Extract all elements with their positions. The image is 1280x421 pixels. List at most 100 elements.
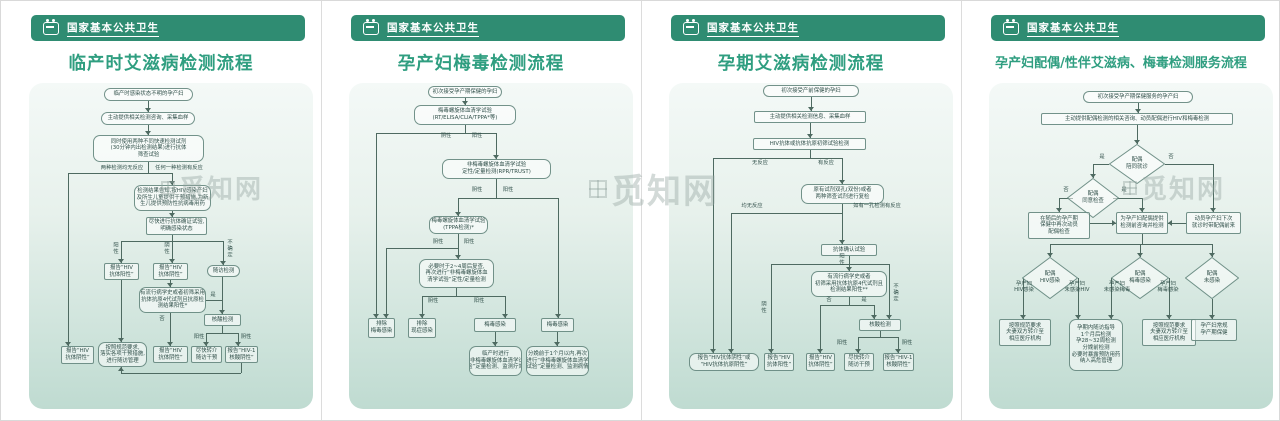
flow-connector — [557, 198, 559, 318]
branch-no-1: 否 — [1166, 154, 1176, 160]
flow-text-line: 随访干预 — [195, 354, 218, 361]
flow-connector — [731, 212, 842, 214]
flow-connector — [495, 133, 497, 159]
flow-connector — [457, 198, 459, 216]
flow-text-line: 阴性 — [163, 242, 169, 255]
flow-text-line: 否 — [1063, 187, 1069, 193]
flow-text-line: 报告“HIV — [159, 264, 182, 271]
flow-connector — [1137, 103, 1139, 113]
branch-naat-positive: 阳性 — [192, 334, 206, 340]
arrowhead-icon — [808, 107, 814, 111]
arrowhead-icon — [1047, 253, 1053, 257]
continue-intervention: 按照规范要求,落实各项干预措施,进行随访管理 — [98, 342, 147, 367]
flow-connector — [221, 326, 223, 333]
branch-yes: 是 — [859, 297, 869, 303]
flow-text-line: 抗体阴性” — [158, 354, 183, 361]
flow-text-line: 报告“HIV — [767, 355, 791, 362]
branch-yes-1: 是 — [1097, 154, 1107, 160]
flow-connector — [1113, 197, 1142, 199]
flow-text-line: 配偶 — [1134, 271, 1146, 278]
arrowhead-icon — [839, 240, 845, 244]
flow-connector — [770, 264, 772, 353]
mother-syphilis-uninfected: 孕产妇未感染梅毒 — [1097, 281, 1137, 294]
recheck: 原有试剂双孔(双份)或者两种筛查试剂进行复检 — [801, 184, 884, 204]
flow-connector — [1049, 244, 1051, 257]
diamond-shape — [1109, 144, 1165, 184]
flow-text-line: 原有试剂双孔(双份)或者 — [813, 187, 872, 194]
branch-no: 否 — [824, 297, 834, 303]
poster-title: 孕产妇配偶/性伴艾滋病、梅毒检测服务流程 — [995, 56, 1247, 71]
flow-text-line: 是 — [210, 292, 216, 298]
flow-text-line: 阳性 — [471, 133, 483, 139]
arrowhead-icon — [493, 155, 499, 159]
flow-connector — [375, 133, 377, 318]
flow-text-line: 初次接受孕产期保健的孕妇 — [432, 88, 498, 95]
poster-spouse-testing: 国家基本公共卫生 孕产妇配偶/性伴艾滋病、梅毒检测服务流程 初次接受孕产期保健服… — [961, 1, 1279, 420]
diamond-label: 配偶同意检查 — [1067, 178, 1119, 218]
flow-text-line: 阴性 — [440, 133, 452, 139]
branch-negative-3: 阴性 — [431, 239, 445, 245]
flow-text-line: 孕28~32周检测 — [1076, 338, 1116, 345]
flow-connector — [121, 372, 241, 374]
report-negative-screen: 报告“HIV抗体阴性”或“HIV抗体抗原阴性” — [689, 353, 759, 371]
arrowhead-icon — [235, 342, 241, 346]
flow-connector — [171, 241, 173, 263]
flow-text-line: 生儿提供预防性抗病毒用药 — [140, 201, 205, 208]
flow-text-line: 相应医疗机构 — [1008, 335, 1042, 342]
branch-positive-2: 阳性 — [501, 187, 515, 193]
flow-text-line: 随访检测 — [212, 267, 235, 274]
header-label: 国家基本公共卫生 — [67, 20, 159, 37]
arrowhead-icon — [1210, 208, 1216, 212]
flow-connector — [1136, 125, 1138, 144]
flow-text-line: 相应医疗机构 — [1152, 335, 1186, 342]
flow-connector — [1059, 197, 1073, 199]
flow-text-line: 孕产期保健 — [1200, 330, 1228, 336]
flow-text-line: “HIV抗体抗原阴性” — [700, 362, 748, 368]
flow-connector — [841, 204, 843, 213]
flow-text-line: 动员孕产妇下次 — [1194, 216, 1233, 223]
branch-naat-negative: 阴性 — [900, 340, 914, 346]
flow-text-line: 不确定 — [226, 239, 232, 258]
flow-text-line: 报告“HIV-1 — [884, 355, 913, 362]
flow-text-line: 孕产妇 — [1069, 281, 1085, 287]
diamond-shape — [1067, 178, 1119, 218]
arrowhead-icon — [169, 181, 175, 185]
arrowhead-icon — [1135, 109, 1141, 113]
branch-naat-positive: 阳性 — [835, 340, 849, 346]
arrowhead-icon — [65, 342, 71, 346]
poster-title: 临产时艾滋病检测流程 — [68, 54, 254, 74]
flow-connector — [455, 288, 457, 296]
flow-connector — [1093, 163, 1109, 165]
flow-text-line: 阴性 — [432, 239, 444, 245]
flow-text-line: 是 — [1121, 187, 1127, 193]
flow-connector — [222, 241, 224, 265]
flow-text-line: (TPPA检测)* — [443, 225, 474, 231]
flow-text-line: 抗体抗原4代试剂且抗原检 — [141, 296, 204, 303]
flow-text-line: 孕产妇 — [1160, 281, 1176, 287]
flow-connector — [857, 337, 859, 353]
flow-connector — [858, 336, 898, 338]
flow-text-line: 核酸阴性” — [886, 362, 911, 368]
arrowhead-icon — [1209, 315, 1215, 319]
flow-connector — [67, 173, 69, 346]
flow-connector — [421, 296, 423, 318]
arrowhead-icon — [118, 367, 124, 371]
flow-connector — [457, 234, 459, 248]
flow-text-line: 按照规范要求 — [1008, 322, 1042, 329]
branch-indeterminate: 不确定 — [891, 283, 899, 302]
intervention: 检测结果告知,按HIV感染产妇及所生儿童提供干预措施,为新生儿提供预防性抗病毒用… — [134, 185, 211, 211]
flow-connector — [147, 162, 149, 173]
poster-title: 孕产妇梅毒检测流程 — [397, 54, 565, 74]
arrowhead-icon — [203, 342, 209, 346]
flow-text-line: 报告“HIV — [66, 348, 89, 355]
branch-positive: 阳性 — [111, 242, 119, 255]
arrowhead-icon — [169, 213, 175, 217]
counsel: 主动提供配偶检测的相关咨询、动员配偶进行HIV和梅毒检测 — [1041, 113, 1233, 125]
nbphs-logo-icon — [1003, 18, 1019, 35]
arrowhead-icon — [455, 255, 461, 259]
flow-text-line: 孕期内随访指导 — [1077, 325, 1115, 332]
arrowhead-icon — [118, 338, 124, 342]
